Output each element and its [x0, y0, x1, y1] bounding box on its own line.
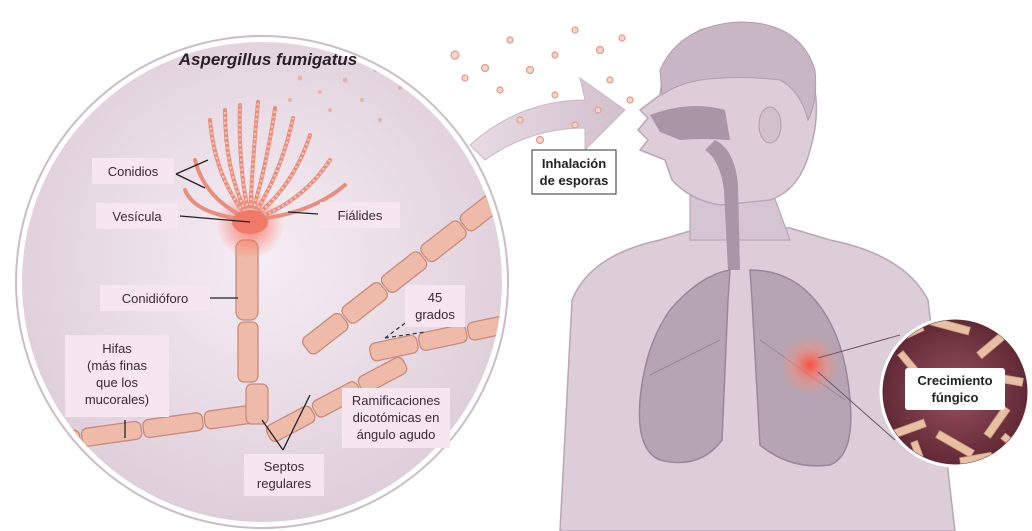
label-ramificaciones-2: dicotómicas en — [353, 410, 440, 425]
ear — [759, 107, 781, 143]
human-figure — [560, 22, 955, 531]
label-conidioforo: Conidióforo — [122, 291, 189, 306]
inhalation-label-line2: de esporas — [540, 173, 609, 188]
label-ramificaciones-3: ángulo agudo — [357, 427, 436, 442]
label-hifas-4: mucorales) — [85, 392, 149, 407]
label-septos-2: regulares — [257, 476, 312, 491]
figure-title: Aspergillus fumigatus — [178, 50, 358, 69]
label-septos-1: Septos — [264, 459, 305, 474]
inhalation-arrow — [470, 78, 625, 160]
label-fialides: Fiálides — [338, 208, 383, 223]
label-conidios: Conidios — [108, 164, 159, 179]
inhalation-label-line1: Inhalación — [542, 156, 606, 171]
label-45: 45 — [428, 290, 442, 305]
label-hifas-1: Hifas — [102, 341, 132, 356]
label-hifas-2: (más finas — [87, 358, 147, 373]
growth-label-line2: fúngico — [932, 390, 979, 405]
label-vesicula: Vesícula — [112, 209, 162, 224]
label-ramificaciones-1: Ramificaciones — [352, 393, 441, 408]
label-grados: grados — [415, 307, 455, 322]
fungal-growth-magnifier: Crecimiento fúngico — [881, 317, 1029, 467]
label-hifas-3: que los — [96, 375, 138, 390]
infection-focus — [780, 335, 840, 395]
aspergillus-magnified-view: Aspergillus fumigatus Conidios Vesícula … — [16, 36, 517, 528]
growth-label-line1: Crecimiento — [917, 373, 992, 388]
